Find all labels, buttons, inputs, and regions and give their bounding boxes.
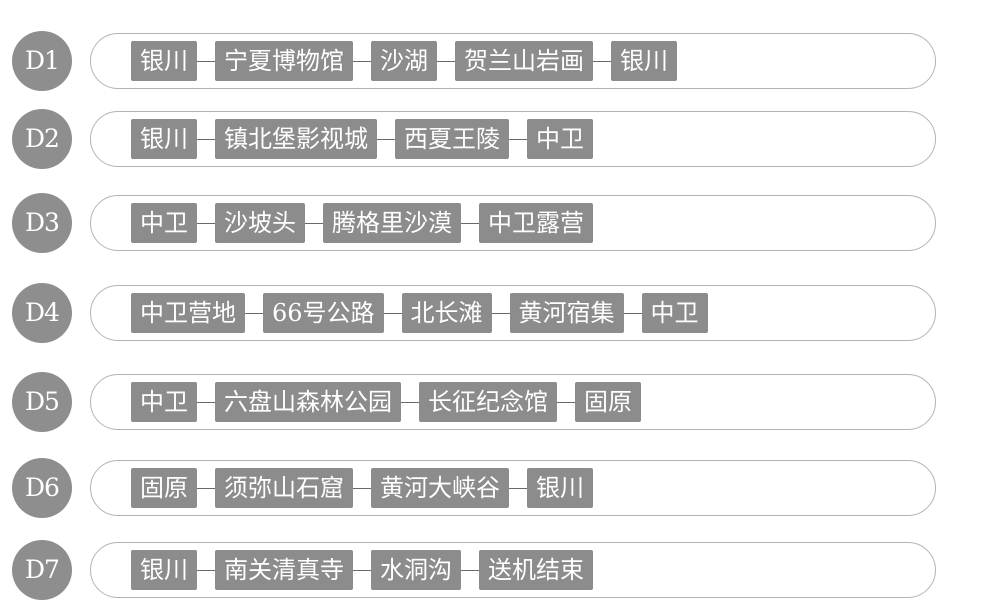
route-stops: 银川宁夏博物馆沙湖贺兰山岩画银川 <box>131 40 677 82</box>
route-stops: 固原须弥山石窟黄河大峡谷银川 <box>131 467 593 509</box>
route-connector <box>377 138 395 140</box>
route-connector <box>401 401 419 403</box>
route-connector <box>197 60 215 62</box>
route-stops: 中卫沙坡头腾格里沙漠中卫露营 <box>131 202 593 244</box>
route-connector <box>197 138 215 140</box>
route-stop: 黄河大峡谷 <box>371 468 509 508</box>
route-connector <box>623 312 642 314</box>
route-stop: 贺兰山岩画 <box>455 41 593 81</box>
route-connector <box>491 312 510 314</box>
route-stop: 西夏王陵 <box>395 119 509 159</box>
route-connector <box>197 222 215 224</box>
route-connector <box>245 312 263 314</box>
route-connector <box>593 60 611 62</box>
route-stop: 固原 <box>575 382 641 422</box>
day-badge: D2 <box>12 109 72 169</box>
day-badge: D6 <box>12 458 72 518</box>
route-connector <box>461 222 479 224</box>
route-connector <box>383 312 402 314</box>
route-stop: 66号公路 <box>263 293 384 333</box>
route-connector <box>437 60 455 62</box>
route-stop: 沙湖 <box>371 41 437 81</box>
route-connector <box>509 487 527 489</box>
route-stop: 腾格里沙漠 <box>323 203 461 243</box>
route-stop: 固原 <box>131 468 197 508</box>
route-stop: 银川 <box>611 41 677 81</box>
route-connector <box>197 569 215 571</box>
day-badge: D4 <box>12 283 72 343</box>
route-connector <box>353 487 371 489</box>
route-stop: 南关清真寺 <box>215 550 353 590</box>
route-stops: 银川南关清真寺水洞沟送机结束 <box>131 549 593 591</box>
route-stop: 中卫 <box>131 203 197 243</box>
day-badge: D5 <box>12 372 72 432</box>
route-stop: 银川 <box>131 41 197 81</box>
route-stop: 沙坡头 <box>215 203 305 243</box>
route-connector <box>353 569 371 571</box>
day-badge: D7 <box>12 540 72 600</box>
route-stop: 银川 <box>131 119 197 159</box>
route-stop: 黄河宿集 <box>509 293 624 333</box>
route-stop: 中卫 <box>641 293 708 333</box>
route-connector <box>197 401 215 403</box>
route-stop: 中卫 <box>527 119 593 159</box>
route-stop: 中卫 <box>131 382 197 422</box>
route-stop: 宁夏博物馆 <box>215 41 353 81</box>
route-connector <box>197 487 215 489</box>
route-stops: 银川镇北堡影视城西夏王陵中卫 <box>131 118 593 160</box>
route-connector <box>353 60 371 62</box>
day-badge: D3 <box>12 193 72 253</box>
route-stop: 长征纪念馆 <box>419 382 557 422</box>
route-stops: 中卫六盘山森林公园长征纪念馆固原 <box>131 381 641 423</box>
route-connector <box>305 222 323 224</box>
route-stop: 须弥山石窟 <box>215 468 353 508</box>
route-stop: 中卫营地 <box>131 293 245 333</box>
route-stop: 送机结束 <box>479 550 593 590</box>
route-stops: 中卫营地 66号公路北长滩黄河宿集中卫 <box>131 292 708 334</box>
route-connector <box>557 401 575 403</box>
route-stop: 镇北堡影视城 <box>215 119 377 159</box>
route-stop: 北长滩 <box>401 293 492 333</box>
route-stop: 银川 <box>131 550 197 590</box>
route-stop: 六盘山森林公园 <box>215 382 401 422</box>
route-connector <box>509 138 527 140</box>
route-stop: 水洞沟 <box>371 550 461 590</box>
route-connector <box>461 569 479 571</box>
day-badge: D1 <box>12 31 72 91</box>
route-stop: 中卫露营 <box>479 203 593 243</box>
route-stop: 银川 <box>527 468 593 508</box>
